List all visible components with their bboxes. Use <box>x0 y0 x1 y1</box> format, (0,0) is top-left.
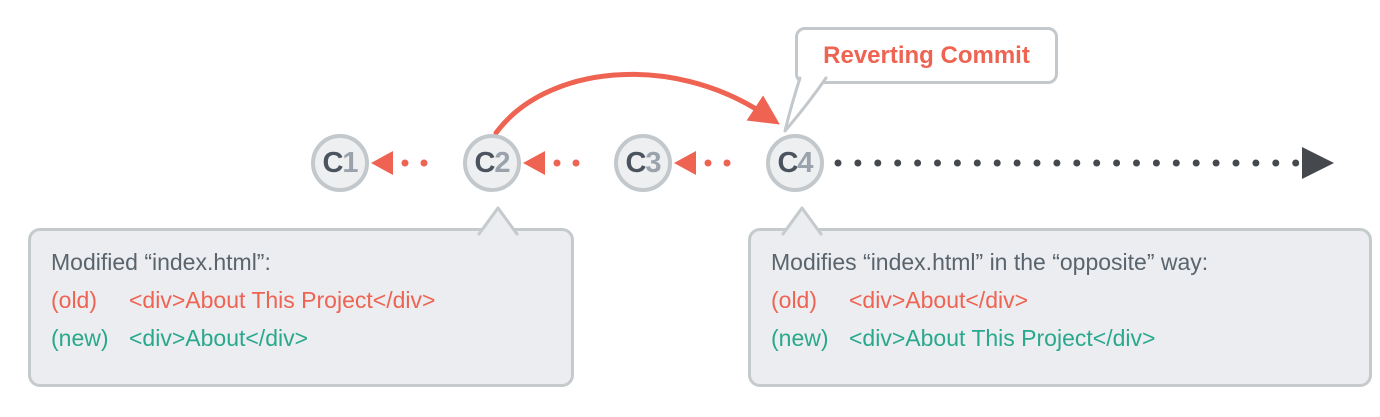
commit-letter: C <box>322 146 343 179</box>
note-title: Modified “index.html”: <box>51 249 271 275</box>
diff-old-row: (old) <div>About This Project</div> <box>51 281 553 319</box>
new-code: <div>About</div> <box>129 325 309 351</box>
diff-old-row: (old) <div>About</div> <box>771 281 1351 319</box>
right-arrowhead-icon <box>1302 147 1334 179</box>
new-label: (new) <box>771 325 829 351</box>
commit-link-c3-to-c2 <box>523 151 599 175</box>
commit-number: 2 <box>494 146 510 179</box>
c4-change-note: Modifies “index.html” in the “opposite” … <box>748 228 1372 387</box>
new-label: (new) <box>51 325 109 351</box>
commit-number: 1 <box>342 146 358 179</box>
left-arrowhead-icon <box>371 151 393 175</box>
commit-link-c2-to-c1 <box>371 151 447 175</box>
revert-curve-arrow <box>493 71 780 136</box>
commit-number: 4 <box>797 146 813 179</box>
commit-number: 3 <box>645 146 661 179</box>
left-arrowhead-icon <box>523 151 545 175</box>
commit-link-c4-to-c3 <box>674 151 750 175</box>
reverting-commit-callout: Reverting Commit <box>795 27 1058 84</box>
timeline-future-arrow <box>834 147 1334 179</box>
commit-letter: C <box>625 146 646 179</box>
old-code: <div>About This Project</div> <box>129 287 436 313</box>
c2-change-note: Modified “index.html”: (old) <div>About T… <box>28 228 574 387</box>
old-code: <div>About</div> <box>849 287 1029 313</box>
diff-new-row: (new) <div>About This Project</div> <box>771 319 1351 357</box>
old-label: (old) <box>51 287 98 313</box>
note-title: Modifies “index.html” in the “opposite” … <box>771 249 1209 275</box>
old-label: (old) <box>771 287 818 313</box>
new-code: <div>About This Project</div> <box>849 325 1156 351</box>
reverting-commit-label: Reverting Commit <box>823 41 1030 69</box>
left-arrowhead-icon <box>674 151 696 175</box>
callout-tail <box>783 76 828 133</box>
diff-new-row: (new) <div>About</div> <box>51 319 553 357</box>
commit-letter: C <box>474 146 495 179</box>
commit-letter: C <box>777 146 798 179</box>
